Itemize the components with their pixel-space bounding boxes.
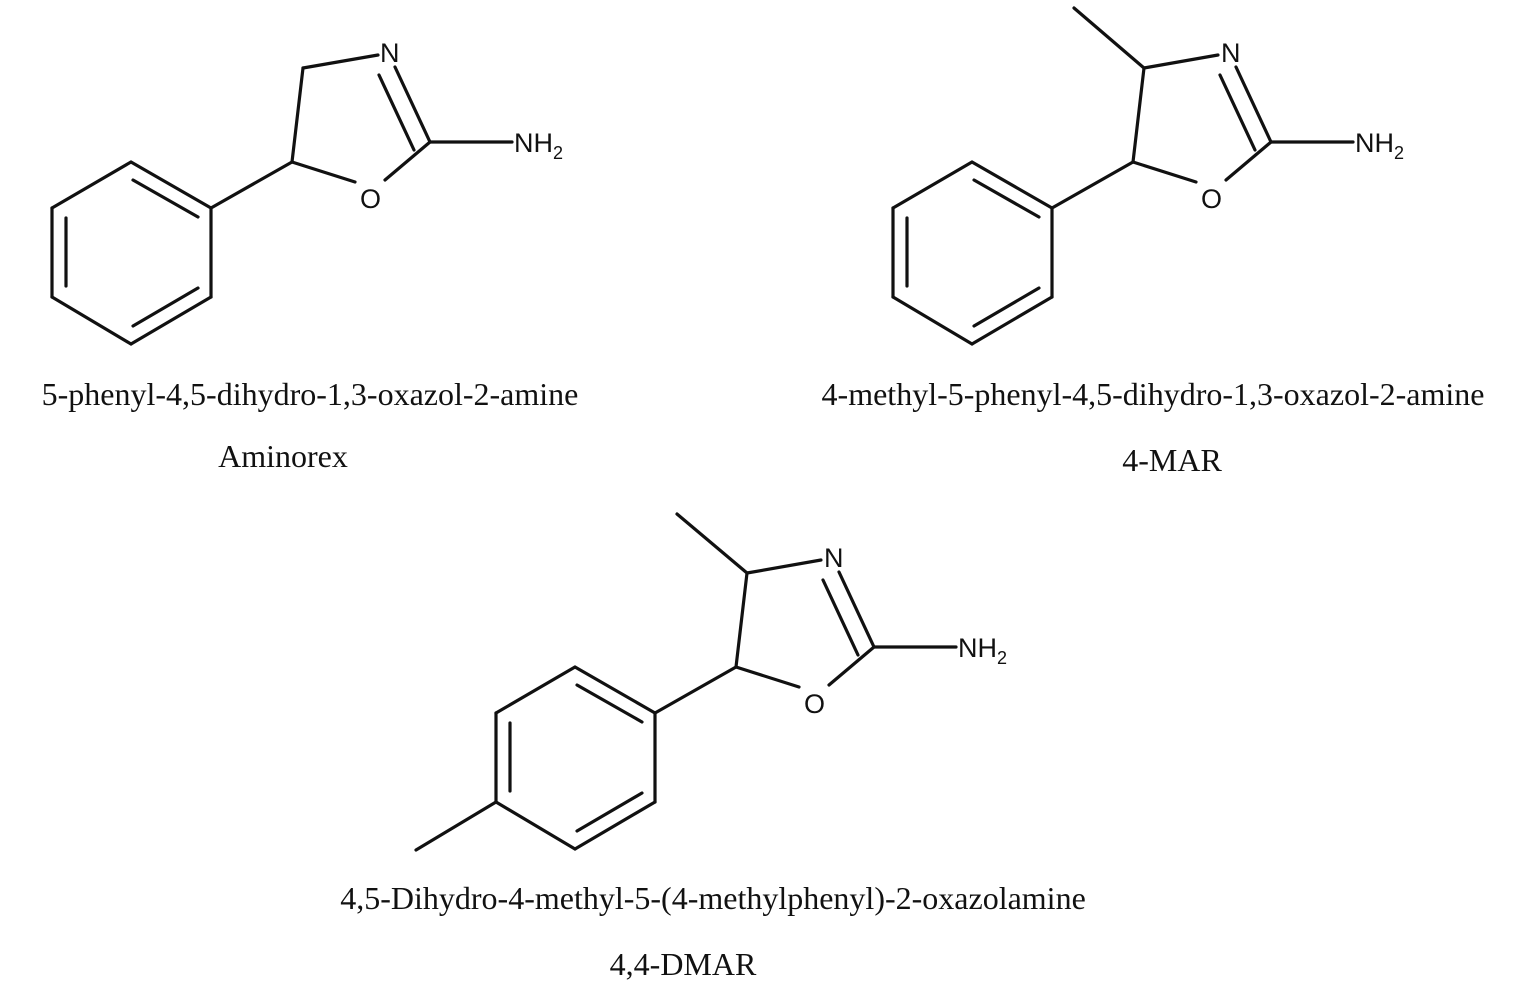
oxygen-atom: O	[360, 184, 381, 214]
nitrogen-atom: N	[1221, 38, 1241, 68]
benzene-ring	[891, 160, 1054, 346]
aminorex-common-name: Aminorex	[218, 438, 348, 474]
oxazoline-ring	[653, 512, 958, 715]
methyl-bond	[675, 512, 749, 575]
oxygen-atom: O	[804, 689, 825, 719]
methyl-bond	[1072, 6, 1146, 70]
benzene-ring	[50, 160, 213, 346]
oxazoline-ring	[209, 53, 514, 210]
amine-group: NH2	[514, 128, 563, 163]
aminorex-iupac-name: 5-phenyl-4,5-dihydro-1,3-oxazol-2-amine	[41, 376, 579, 412]
benzene-ring	[414, 665, 657, 852]
nitrogen-atom: N	[380, 38, 400, 68]
oxazoline-ring	[1050, 6, 1355, 210]
4-4-dmar-iupac-name: 4,5-Dihydro-4-methyl-5-(4-methylphenyl)-…	[340, 880, 1086, 916]
oxygen-atom: O	[1201, 184, 1222, 214]
4-4-dmar-common-name: 4,4-DMAR	[609, 946, 757, 982]
aryl-methyl-bond	[414, 800, 498, 852]
amine-group: NH2	[1355, 128, 1404, 163]
4-mar-common-name: 4-MAR	[1122, 442, 1222, 478]
4-mar-iupac-name: 4-methyl-5-phenyl-4,5-dihydro-1,3-oxazol…	[821, 376, 1485, 412]
amine-group: NH2	[958, 633, 1007, 668]
nitrogen-atom: N	[824, 543, 844, 573]
